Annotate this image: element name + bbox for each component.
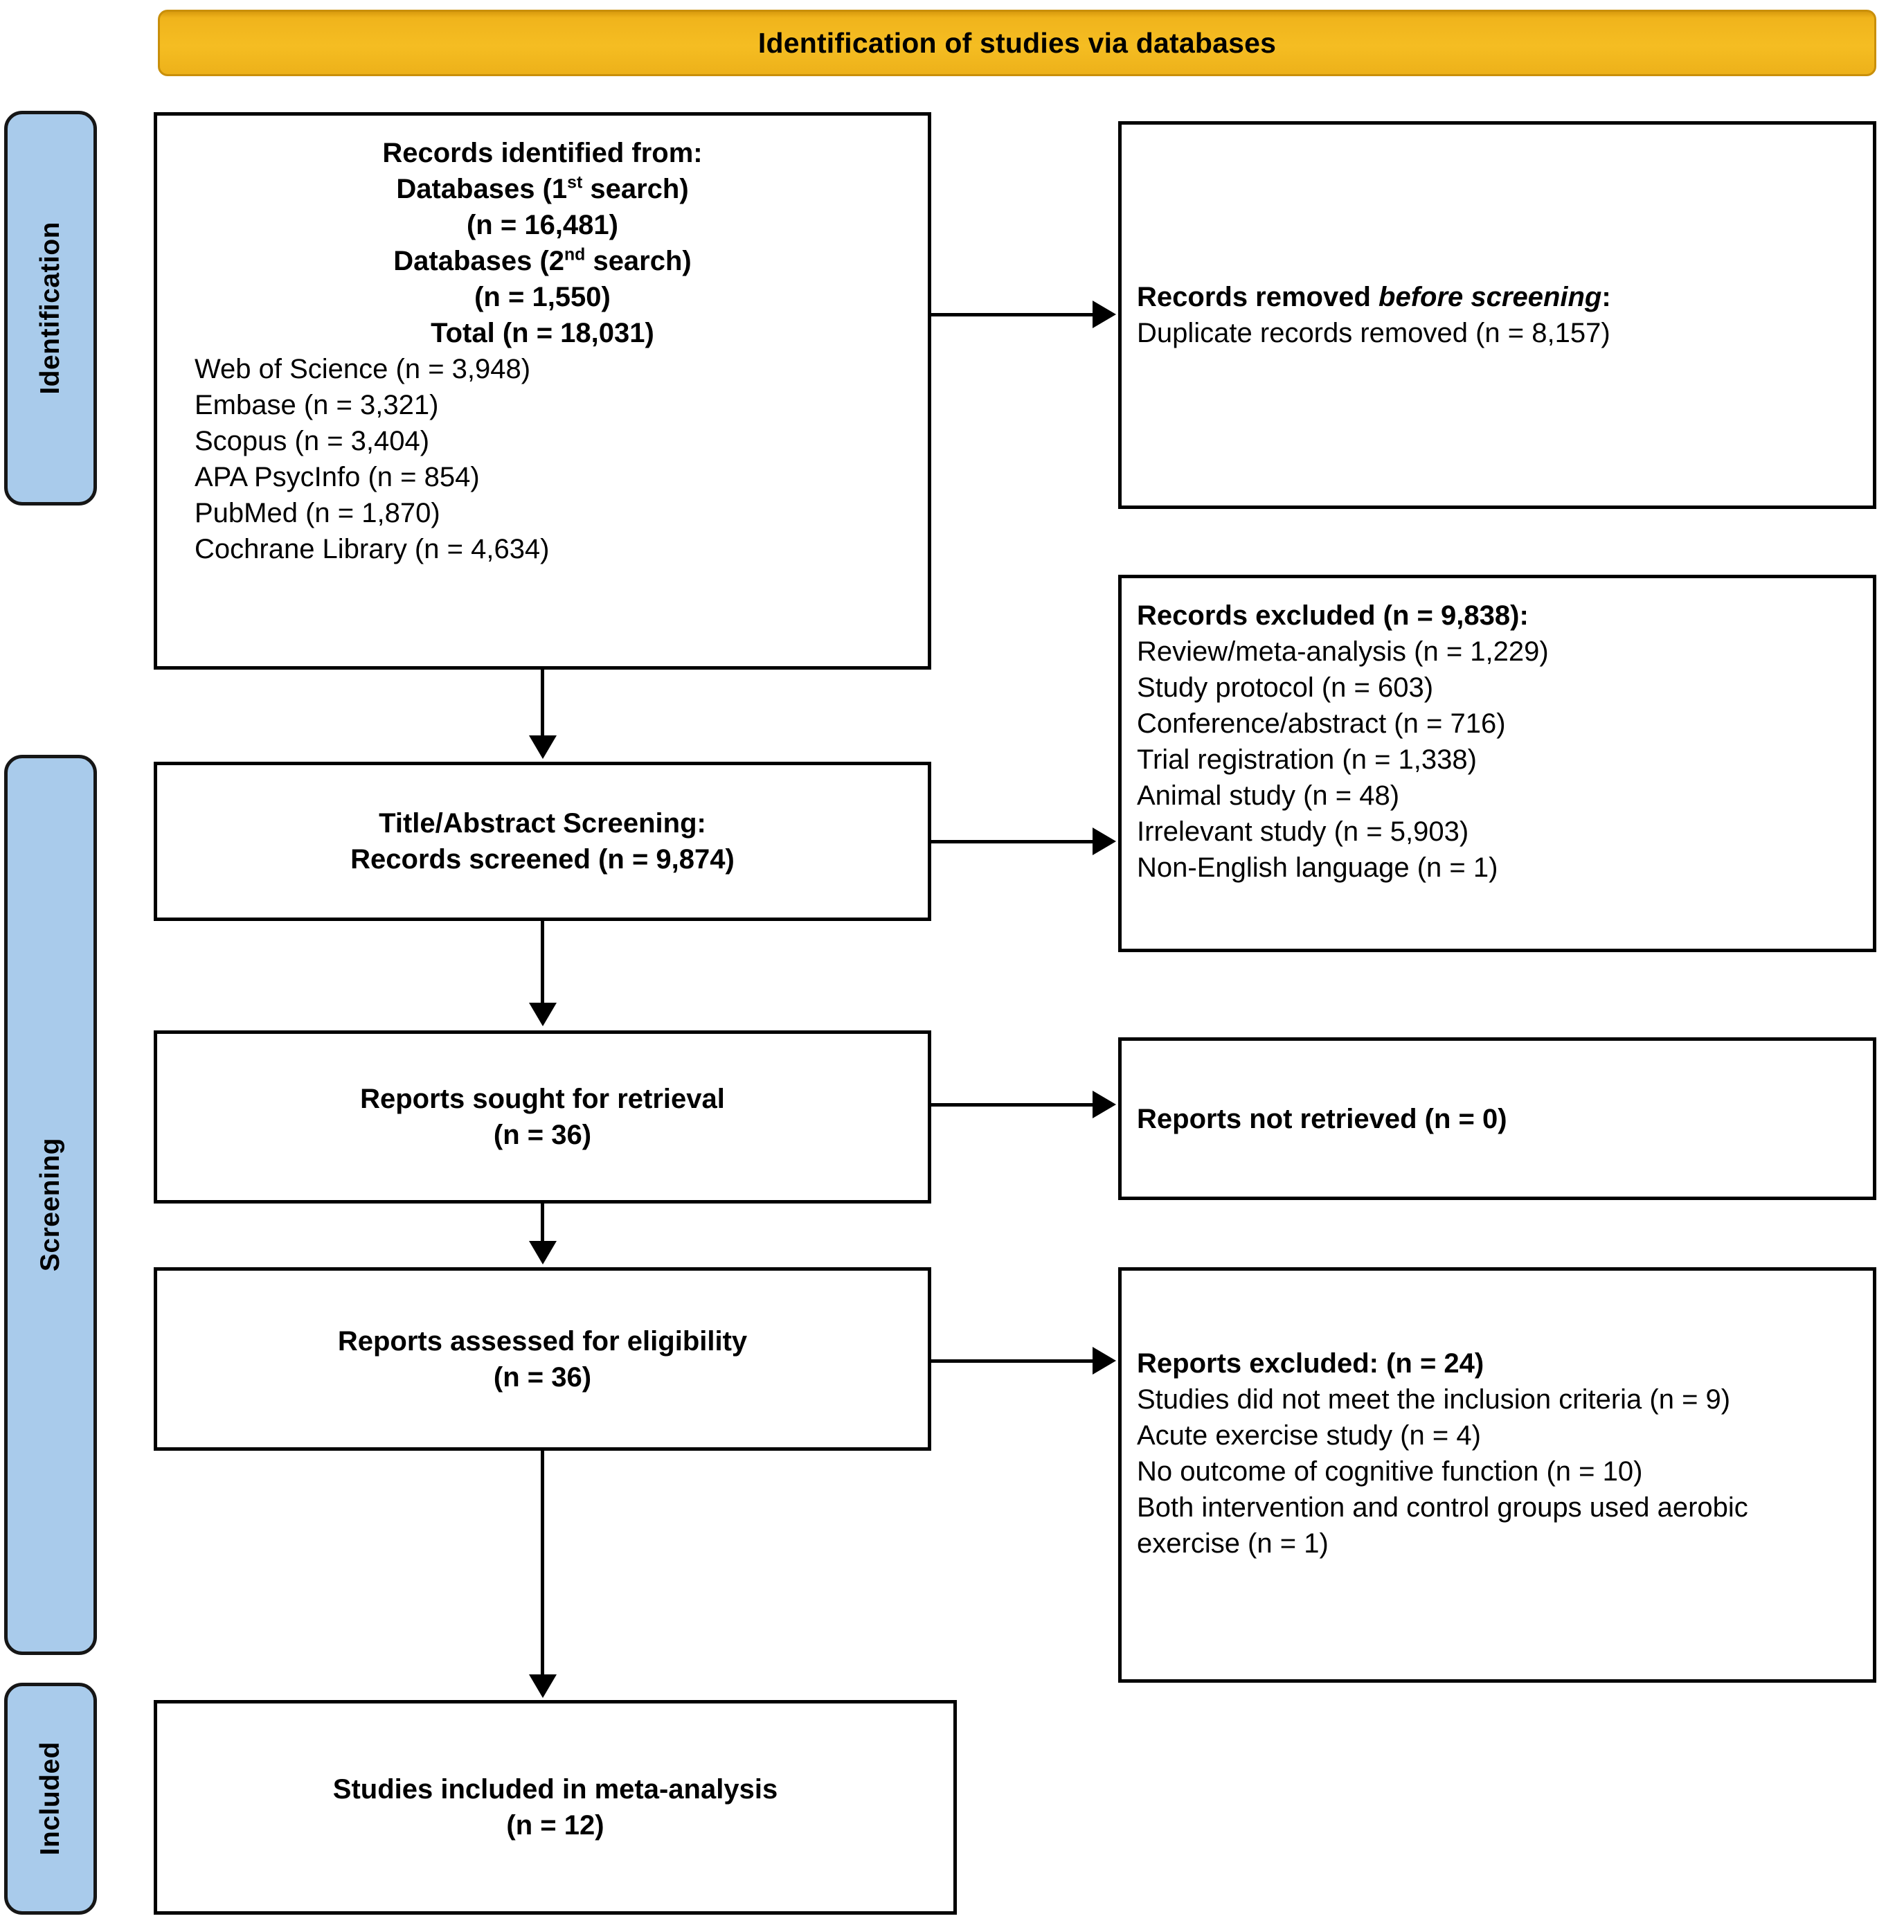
list-item: Conference/abstract (n = 716) [1137, 708, 1506, 739]
list-item: Review/meta-analysis (n = 1,229) [1137, 636, 1549, 667]
list-item: Trial registration (n = 1,338) [1137, 744, 1477, 775]
box-reports-excluded: Reports excluded: (n = 24) Studies did n… [1118, 1267, 1876, 1683]
box-studies-included: Studies included in meta-analysis (n = 1… [154, 1700, 957, 1915]
records-removed-heading: Records removed before screening: [1137, 282, 1611, 312]
records-identified-db-first: Databases (1st search) [396, 173, 689, 204]
list-item: Studies did not meet the inclusion crite… [1137, 1384, 1731, 1415]
box-records-screened: Title/Abstract Screening: Records screen… [154, 762, 931, 921]
connector-identified-to-removed [931, 313, 1095, 316]
list-item: APA PsycInfo (n = 854) [195, 462, 480, 492]
list-item: PubMed (n = 1,870) [195, 498, 440, 528]
list-item: Irrelevant study (n = 5,903) [1137, 816, 1469, 847]
reports-assessed-line2: (n = 36) [493, 1361, 592, 1393]
stage-label-identification: Identification [35, 222, 65, 395]
records-identified-db-second: Databases (2nd search) [393, 245, 692, 276]
box-reports-not-retrieved: Reports not retrieved (n = 0) [1118, 1037, 1876, 1200]
connector-identified-to-screened [541, 670, 544, 737]
stage-bar-screening: Screening [4, 755, 97, 1655]
list-item: No outcome of cognitive function (n = 10… [1137, 1456, 1643, 1487]
box-records-excluded: Records excluded (n = 9,838): Review/met… [1118, 575, 1876, 952]
list-item: Acute exercise study (n = 4) [1137, 1420, 1481, 1451]
list-item: Study protocol (n = 603) [1137, 672, 1434, 703]
stage-label-included: Included [35, 1742, 65, 1856]
box-reports-assessed: Reports assessed for eligibility (n = 36… [154, 1267, 931, 1451]
records-screened-line1: Title/Abstract Screening: [379, 808, 706, 839]
arrowhead-identified-to-removed [1093, 301, 1116, 328]
arrowhead-identified-to-screened [529, 735, 557, 759]
connector-screened-to-sought [541, 921, 544, 1004]
list-item: Web of Science (n = 3,948) [195, 354, 531, 384]
connector-sought-to-assessed [541, 1204, 544, 1242]
box-reports-sought: Reports sought for retrieval (n = 36) [154, 1030, 931, 1204]
list-item: Cochrane Library (n = 4,634) [195, 534, 550, 564]
list-item: Both intervention and control groups use… [1137, 1492, 1748, 1559]
arrowhead-sought-to-not-retrieved [1093, 1091, 1116, 1118]
records-identified-total: Total (n = 18,031) [431, 318, 654, 348]
stage-bar-included: Included [4, 1683, 97, 1915]
list-item: Animal study (n = 48) [1137, 780, 1400, 811]
ordinal-superscript-nd: nd [564, 245, 586, 265]
list-item: Embase (n = 3,321) [195, 390, 439, 420]
records-excluded-heading: Records excluded (n = 9,838): [1137, 600, 1529, 631]
header-banner: Identification of studies via databases [158, 10, 1876, 76]
arrowhead-screened-to-sought [529, 1003, 557, 1026]
studies-included-line2: (n = 12) [506, 1810, 604, 1841]
box-records-identified: Records identified from: Databases (1st … [154, 112, 931, 670]
stage-label-screening: Screening [35, 1138, 65, 1272]
reports-sought-line2: (n = 36) [493, 1120, 592, 1150]
ordinal-superscript-st: st [567, 173, 583, 193]
connector-assessed-to-included [541, 1451, 544, 1676]
arrowhead-sought-to-assessed [529, 1241, 557, 1264]
records-identified-source-list: Web of Science (n = 3,948) Embase (n = 3… [172, 351, 913, 567]
arrowhead-screened-to-excluded [1093, 828, 1116, 855]
reports-excluded-heading: Reports excluded: (n = 24) [1137, 1348, 1484, 1379]
reports-sought-line1: Reports sought for retrieval [360, 1084, 725, 1114]
arrowhead-assessed-to-excluded [1093, 1347, 1116, 1375]
stage-bar-identification: Identification [4, 111, 97, 506]
studies-included-line1: Studies included in meta-analysis [332, 1774, 778, 1805]
connector-screened-to-excluded [931, 840, 1095, 843]
records-identified-heading: Records identified from: [382, 138, 703, 168]
header-title: Identification of studies via databases [757, 26, 1277, 59]
records-identified-db-first-n: (n = 16,481) [466, 210, 618, 240]
connector-sought-to-not-retrieved [931, 1103, 1095, 1107]
records-removed-heading-emphasis: before screening [1378, 282, 1602, 312]
list-item: Non-English language (n = 1) [1137, 852, 1498, 883]
records-identified-db-second-n: (n = 1,550) [474, 282, 611, 312]
records-screened-line2: Records screened (n = 9,874) [350, 844, 735, 875]
reports-not-retrieved-heading: Reports not retrieved (n = 0) [1137, 1103, 1507, 1134]
box-records-removed: Records removed before screening: Duplic… [1118, 121, 1876, 509]
connector-assessed-to-excluded [931, 1359, 1095, 1363]
reports-assessed-line1: Reports assessed for eligibility [337, 1325, 748, 1357]
list-item: Scopus (n = 3,404) [195, 426, 430, 456]
arrowhead-assessed-to-included [529, 1674, 557, 1698]
list-item: Duplicate records removed (n = 8,157) [1137, 318, 1610, 348]
